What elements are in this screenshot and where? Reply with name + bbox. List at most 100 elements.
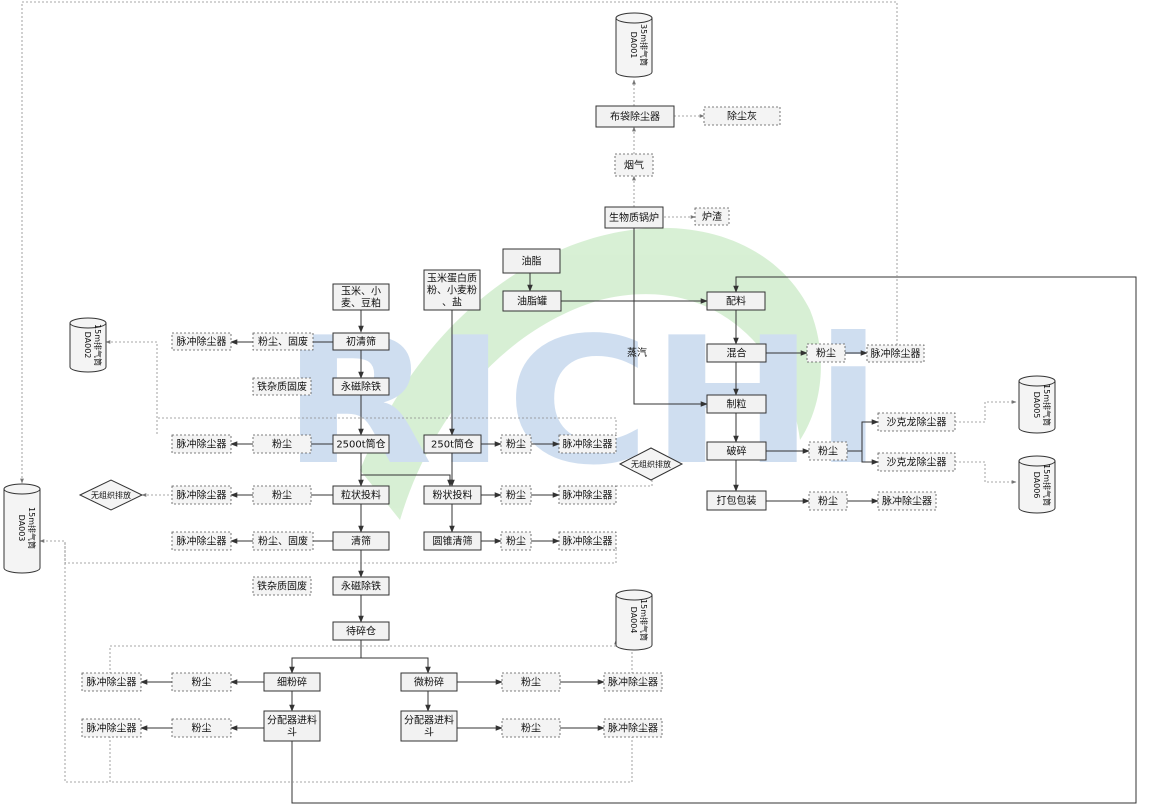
cyclone-dust-collector-label: 沙克龙除尘器 <box>887 416 947 429</box>
permanent-magnet-iron-removal: 永磁除铁 <box>332 576 390 596</box>
pulse-dust-collector-box <box>81 718 142 738</box>
grease-label: 油脂 <box>522 255 542 268</box>
dust-solid-waste-box <box>252 531 314 551</box>
pulse-dust-collector-label: 脉冲除尘器 <box>177 438 227 451</box>
distributor-feed-hopper: 分配器进料斗 <box>263 710 321 742</box>
dust-box <box>808 491 848 511</box>
biomass-boiler: 生物质锅炉 <box>604 206 664 229</box>
pre-grinding-bin: 待碎仓 <box>332 621 390 641</box>
silo-250t-box <box>423 434 482 454</box>
dust-label: 粉尘 <box>272 489 292 502</box>
pelleting-box <box>706 394 767 414</box>
stack-id: DA005 <box>1032 392 1041 419</box>
dust-solid-waste-label: 粉尘、固废 <box>258 535 308 548</box>
pulse-dust-collector-label: 脉冲除尘器 <box>177 335 227 348</box>
pulse-dust-collector-box <box>603 672 663 692</box>
pulse-dust-collector-label: 脉冲除尘器 <box>563 535 613 548</box>
pre-grinding-bin-box <box>332 621 390 641</box>
watermark: RICHi <box>282 227 882 520</box>
stack-height: 15m排气筒 <box>93 324 103 366</box>
pulse-dust-collector: 脉冲除尘器 <box>81 672 142 692</box>
pulse-dust-collector-label: 脉冲除尘器 <box>608 676 658 689</box>
packaging-label: 打包包装 <box>717 494 757 507</box>
dust: 粉尘 <box>808 491 848 511</box>
pulse-dust-collector-box <box>603 718 663 738</box>
iron-impurity-waste-label: 铁杂质固废 <box>257 380 307 393</box>
silo-250t-label: 250t筒仓 <box>431 438 474 451</box>
pulse-dust-collector-label: 脉冲除尘器 <box>608 722 658 735</box>
pulse-dust-collector: 脉冲除尘器 <box>866 344 925 363</box>
pulse-dust-collector-label: 脉冲除尘器 <box>871 347 921 360</box>
pelleting: 制粒 <box>706 394 767 414</box>
dust-solid-waste: 粉尘、固废 <box>252 332 314 351</box>
powder-feeding-label: 粉状投料 <box>433 489 473 502</box>
pulse-dust-collector: 脉冲除尘器 <box>171 332 232 351</box>
dust: 粉尘 <box>808 441 848 461</box>
dust-box <box>501 718 561 738</box>
iron-impurity-waste: 铁杂质固废 <box>252 377 312 396</box>
iron-impurity-waste: 铁杂质固废 <box>252 576 312 596</box>
flue-gas-label: 烟气 <box>624 159 644 172</box>
dust-box <box>501 672 561 692</box>
distributor-feed-hopper-label: 分配器进料斗 <box>404 714 454 739</box>
stack-id: DA006 <box>1032 472 1041 499</box>
dust-label: 粉尘 <box>816 347 836 360</box>
pulse-dust-collector: 脉冲除尘器 <box>171 485 232 505</box>
pulse-dust-collector: 脉冲除尘器 <box>603 718 663 738</box>
cyclone-dust-collector-label: 沙克龙除尘器 <box>887 456 947 469</box>
dust-removal-ash-box <box>703 106 781 126</box>
cyclone-dust-collector-box <box>877 452 956 472</box>
granular-feeding-label: 粒状投料 <box>341 489 381 502</box>
permanent-magnet-iron-removal-label: 永磁除铁 <box>341 580 381 593</box>
mixing-box <box>706 343 767 363</box>
stack-da004: DA004 15m排气筒 <box>615 589 653 651</box>
cleaning-screen-label: 清筛 <box>351 535 371 548</box>
dust-box <box>252 434 312 454</box>
dust-removal-ash-label: 除尘灰 <box>727 110 757 123</box>
pulse-dust-collector: 脉冲除尘器 <box>81 718 142 738</box>
packaging: 打包包装 <box>706 490 767 511</box>
flue-gas: 烟气 <box>614 153 654 177</box>
pulse-dust-collector-box <box>866 344 925 363</box>
dust: 粉尘 <box>500 434 532 454</box>
dust-solid-waste: 粉尘、固废 <box>252 531 314 551</box>
stack-height: 35m排气筒 <box>639 24 649 66</box>
silo-250t: 250t筒仓 <box>423 434 482 454</box>
pulse-dust-collector-label: 脉冲除尘器 <box>87 722 137 735</box>
fine-grinding-label: 细粉碎 <box>277 676 307 689</box>
silo-2500t-box <box>332 434 390 454</box>
pulse-dust-collector-label: 脉冲除尘器 <box>563 438 613 451</box>
dust: 粉尘 <box>806 343 846 363</box>
granular-feeding: 粒状投料 <box>332 485 390 505</box>
cleaning-screen: 清筛 <box>332 531 390 551</box>
pulse-dust-collector-box <box>171 434 232 454</box>
input-corn-protein-wheat-flour-salt-label: 玉米蛋白质粉、小麦粉、盐 <box>427 272 477 309</box>
stack-id: DA004 <box>629 607 638 634</box>
dust-label: 粉尘 <box>818 445 838 458</box>
dust-removal-ash: 除尘灰 <box>703 106 781 126</box>
stack-height: 15m排气筒 <box>1042 464 1052 506</box>
micro-grinding: 微粉碎 <box>400 672 458 692</box>
powder-feeding: 粉状投料 <box>423 485 482 505</box>
dust: 粉尘 <box>171 718 232 738</box>
dust: 粉尘 <box>501 718 561 738</box>
input-corn-protein-wheat-flour-salt-box <box>423 269 481 311</box>
input-corn-wheat-soymeal-box <box>332 283 390 311</box>
grease-tank-box <box>502 290 562 312</box>
input-corn-wheat-soymeal-label: 玉米、小麦、豆粕 <box>341 285 381 310</box>
pulse-dust-collector-box <box>171 531 232 551</box>
distributor-feed-hopper-label: 分配器进料斗 <box>267 714 317 739</box>
pulse-dust-collector: 脉冲除尘器 <box>171 531 232 551</box>
dust-label: 粉尘 <box>818 495 838 508</box>
dust-box <box>806 343 846 363</box>
batching-label: 配料 <box>726 295 746 308</box>
crushing-label: 破碎 <box>727 445 747 458</box>
micro-grinding-box <box>400 672 458 692</box>
stack-height: 15m排气筒 <box>1042 384 1052 426</box>
dust-solid-waste-label: 粉尘、固废 <box>258 335 308 348</box>
furnace-slag-label: 炉渣 <box>702 210 722 223</box>
dust: 粉尘 <box>501 672 561 692</box>
stack-id: DA001 <box>629 32 638 59</box>
permanent-magnet-iron-removal-box <box>332 576 390 596</box>
fugitive-emission-right: 无组织排放 <box>618 447 684 481</box>
